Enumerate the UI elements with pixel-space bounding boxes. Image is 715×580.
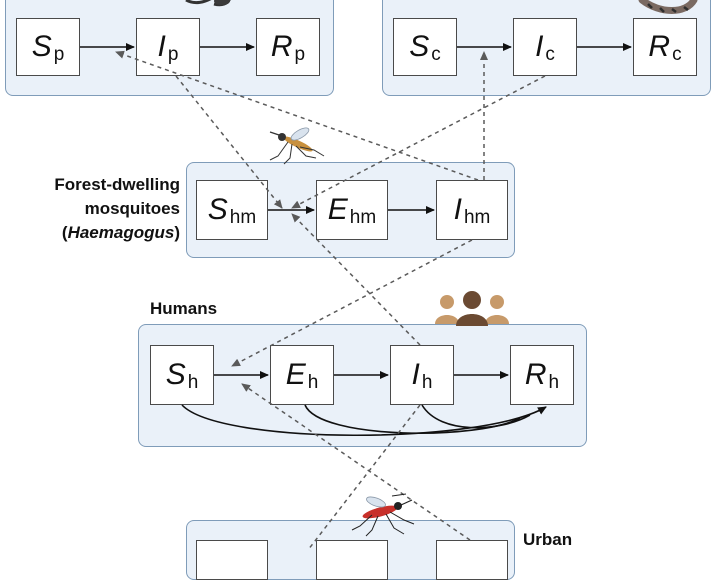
arrow-Eh-Rh-branch (304, 404, 521, 434)
dash-Ip-Shm (175, 75, 283, 209)
forest-mosquitoes-label-line3: (Haemagogus) (61, 223, 180, 242)
dash-Ih-urban (307, 404, 421, 550)
urban-mosquito-icon (351, 493, 415, 537)
humans-label: Humans (150, 299, 218, 318)
monkey-icon (185, 0, 231, 7)
forest-mosquitoes-label-line1: Forest-dwelling (54, 175, 180, 194)
people-icon (435, 291, 509, 326)
dash-Ihm-Sp (115, 50, 479, 181)
dash-Ic-Shm (291, 75, 546, 209)
genus-name: Haemagogus (67, 223, 175, 242)
arrow-Ih-Rh-branch (421, 404, 531, 429)
forest-mosquitoes-label-line2: mosquitoes (84, 199, 180, 218)
arrow-layer (80, 0, 698, 550)
forest-mosquitoes-label: Forest-dwelling mosquitoes (Haemagogus) (8, 173, 180, 245)
dash-Ih-Shm (291, 213, 421, 346)
marmoset-tail-icon (638, 0, 698, 14)
arrow-Sh-Rh (181, 404, 547, 437)
forest-mosquito-icon (269, 127, 325, 165)
urban-mosquitoes-label: Urban (523, 530, 573, 549)
dash-Ihm-Sh (231, 239, 473, 367)
dash-urban-Sh (241, 383, 471, 541)
